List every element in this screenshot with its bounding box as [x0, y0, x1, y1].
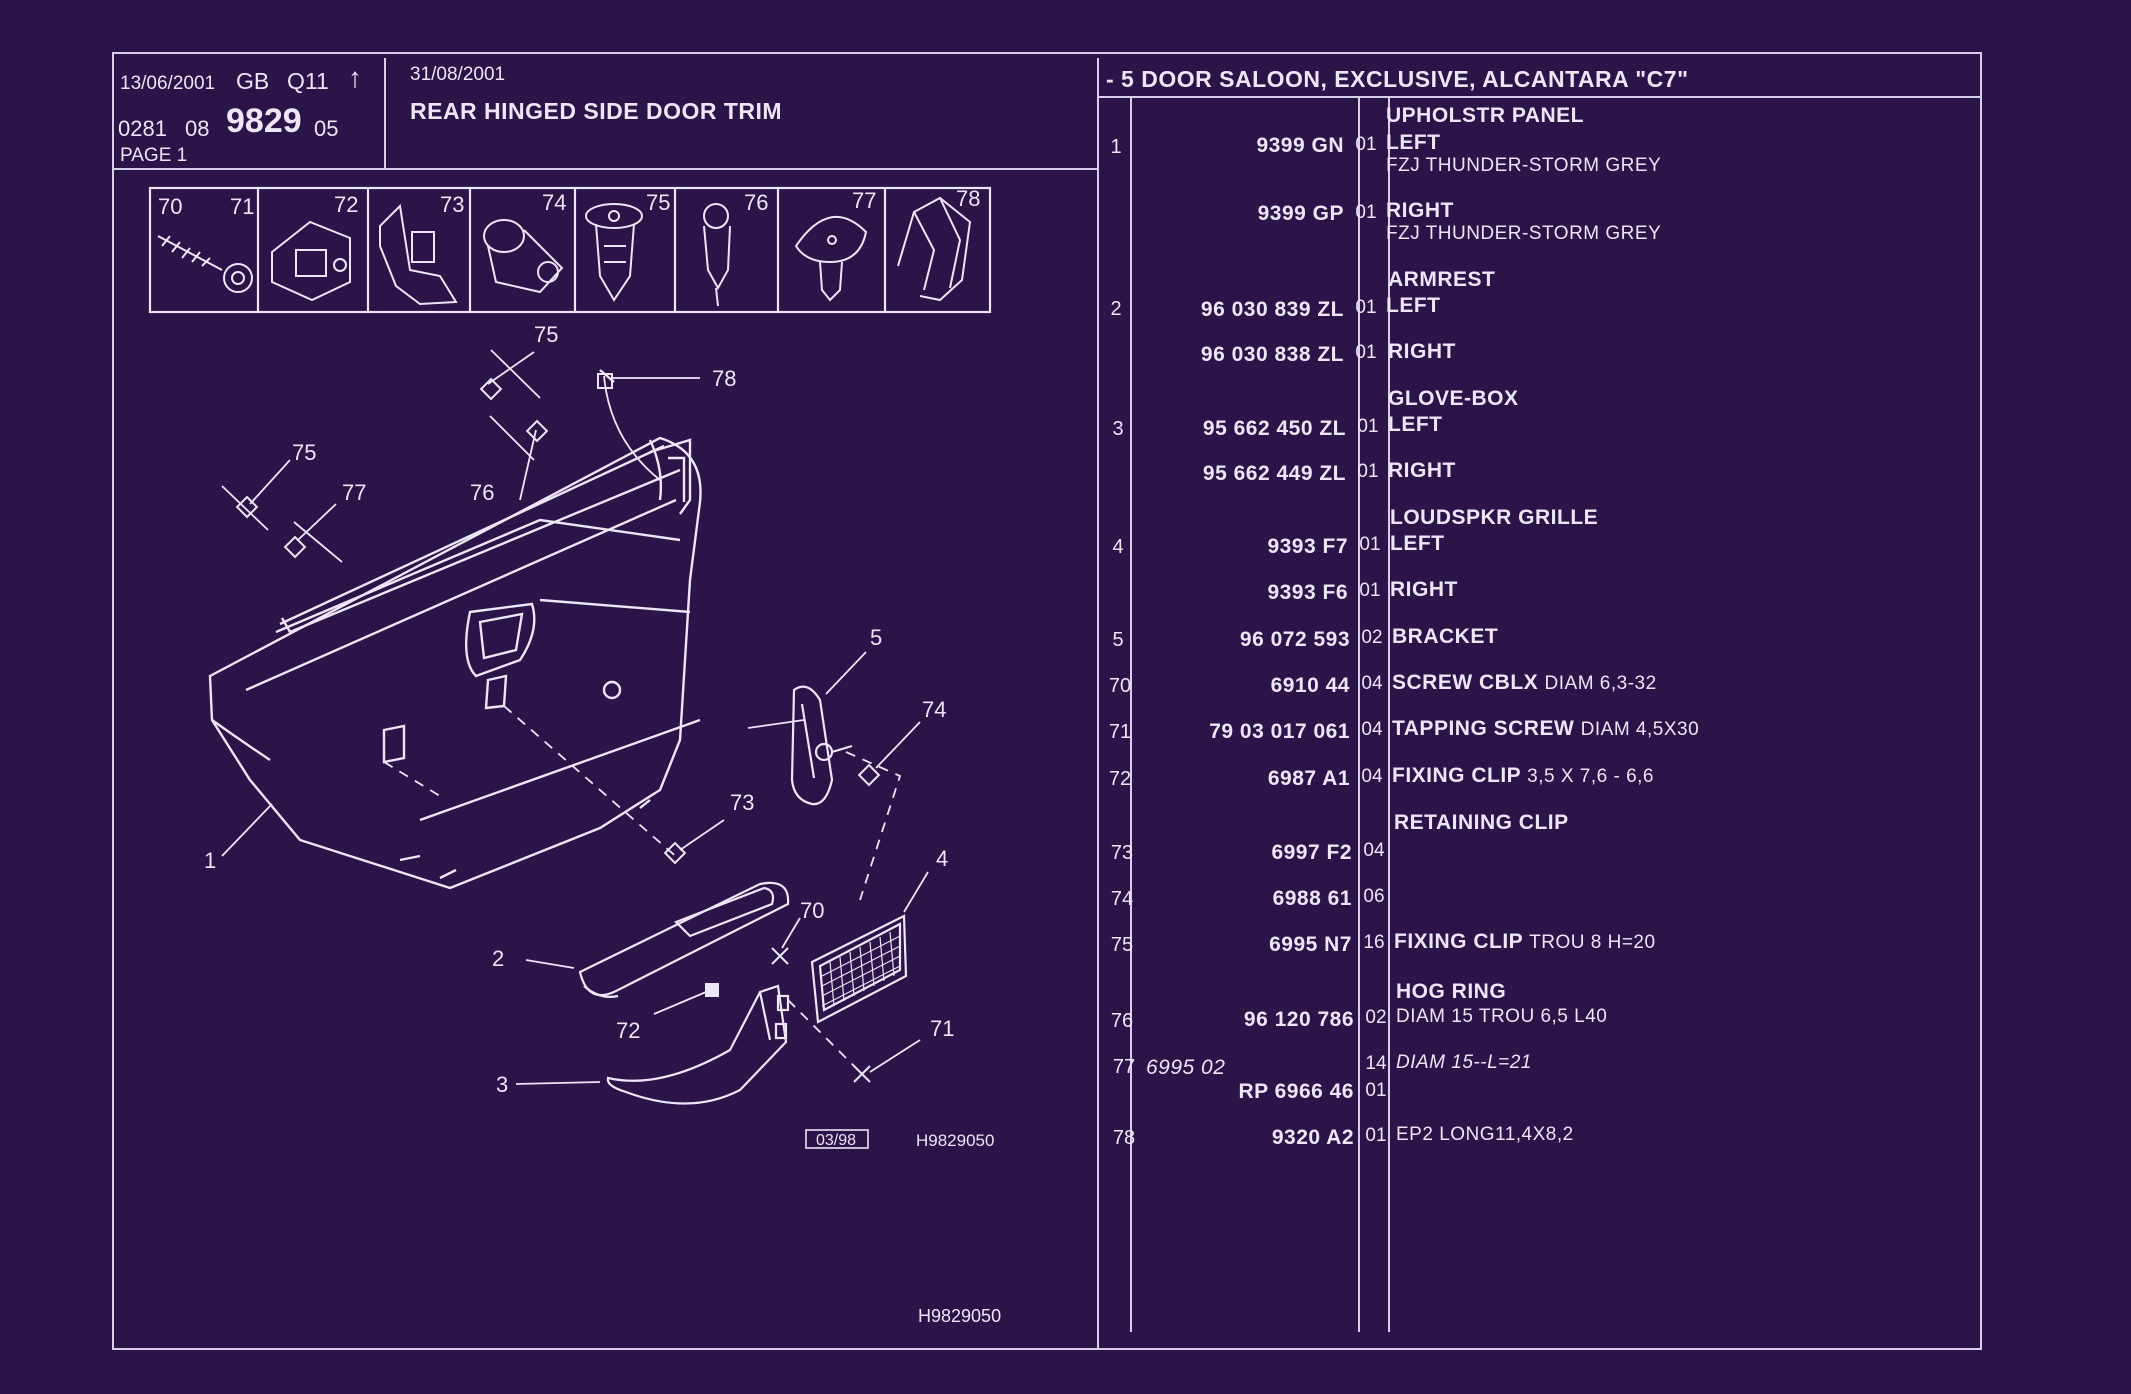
callout-label: 72: [616, 1018, 640, 1043]
group-heading: GLOVE-BOX: [1388, 387, 1519, 410]
armrest-part: [578, 881, 790, 998]
up-arrow-icon: ↑: [348, 62, 362, 93]
strip-label: 71: [230, 194, 254, 219]
page-code: H9829050: [918, 1306, 1001, 1326]
push-clip-icon: [794, 215, 868, 302]
header-date2: 31/08/2001: [410, 64, 506, 85]
callout-label: 3: [496, 1072, 508, 1097]
glove-box-part: [606, 984, 790, 1105]
callout-label: 75: [534, 322, 558, 347]
fixing-clip-icon: [585, 203, 643, 302]
callout-label: 2: [492, 946, 504, 971]
screw-icon: [157, 235, 253, 293]
hog-ring-icon: [703, 203, 731, 307]
column-divider: [1097, 58, 1099, 1348]
stamp-label: 03/98: [816, 1132, 856, 1149]
strip-label: 74: [542, 190, 566, 215]
group-heading: ARMREST: [1388, 268, 1496, 291]
door-panel: [208, 369, 702, 890]
loudspeaker-grille-part: [810, 914, 908, 1024]
table-col-line: [1388, 96, 1390, 1332]
strip-label: 76: [744, 190, 768, 215]
strip-label: 77: [852, 188, 876, 213]
bracket-part: [790, 685, 853, 806]
callout-label: 78: [712, 366, 736, 391]
callout-label: 4: [936, 846, 948, 871]
variant-underline: [1097, 96, 1982, 98]
retaining-clip-icon: [379, 203, 458, 306]
callout-label: 1: [204, 848, 216, 873]
variant-title: - 5 DOOR SALOON, EXCLUSIVE, ALCANTARA "C…: [1106, 66, 1689, 92]
strip-label: 75: [646, 190, 670, 215]
page-frame: [112, 52, 1982, 1350]
stamp-box: [805, 1129, 869, 1149]
table-col-line: [1358, 96, 1360, 1332]
callout-label: 74: [922, 697, 946, 722]
group-heading: UPHOLSTR PANEL: [1386, 104, 1584, 127]
header-country: GB: [236, 68, 270, 94]
header-ref-b: 08: [185, 116, 210, 141]
strip-label: 72: [334, 192, 358, 217]
strip-label: 73: [440, 192, 464, 217]
group-heading: LOUDSPKR GRILLE: [1390, 506, 1599, 529]
callout-label: 76: [470, 480, 494, 505]
strip-label: 70: [158, 194, 182, 219]
header-ident-box: [114, 58, 386, 170]
callout-label: 71: [930, 1016, 954, 1041]
callout-label: 75: [292, 440, 316, 465]
header-code: Q11: [287, 68, 329, 94]
group-heading: RETAINING CLIP: [1394, 811, 1569, 834]
callout-label: 73: [730, 790, 754, 815]
parts-strip: [148, 186, 992, 314]
header-title-box: [386, 58, 1098, 170]
table-col-line: [1130, 96, 1132, 1332]
clip-icon: [271, 220, 351, 302]
spring-clip-icon: [897, 196, 972, 302]
callout-label: 77: [342, 480, 366, 505]
header-ref-c: 05: [314, 116, 339, 141]
diagram-code: H9829050: [916, 1131, 994, 1150]
header-model: 9829: [226, 102, 302, 140]
group-heading: HOG RING: [1396, 980, 1507, 1003]
strip-label: 78: [956, 186, 980, 211]
header-page: PAGE 1: [120, 145, 188, 166]
header-ref-a: 0281: [118, 116, 167, 141]
header-date: 13/06/2001: [120, 73, 216, 94]
callout-label: 70: [800, 898, 824, 923]
plug-nut-icon: [483, 219, 564, 294]
section-title: REAR HINGED SIDE DOOR TRIM: [410, 98, 783, 124]
callout-label: 5: [870, 625, 882, 650]
